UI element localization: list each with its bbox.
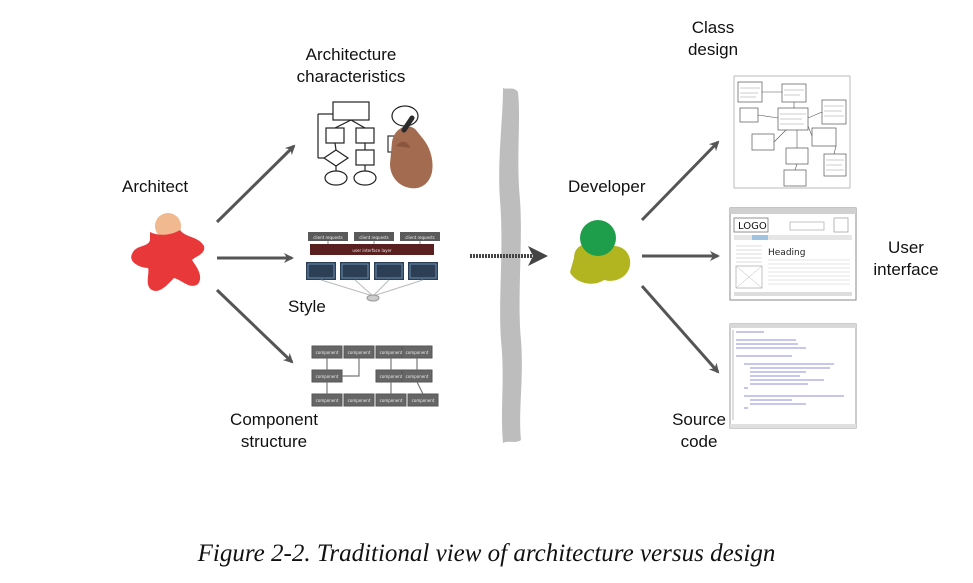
arch-characteristics-label: Architecture characteristics [296,44,406,88]
component-structure-line-2: structure [240,432,308,451]
hand-with-marker [390,115,433,189]
user-interface-label: User interface [868,237,944,281]
class-diagram [733,75,851,189]
component-label: component [406,350,429,355]
component-structure-line-1: Component [230,410,318,429]
component-label: component [348,350,371,355]
ui-layer-label: user interface layer [352,248,391,253]
component-label: component [380,350,403,355]
user-interface-line-2: interface [873,260,939,279]
developer-figure [570,220,631,284]
arrow-to-source-code [640,285,720,374]
component-label: component [316,350,339,355]
arch-characteristics-line-2: characteristics [296,67,406,86]
client-requests-label: client requests [359,235,389,240]
arch-characteristics-line-1: Architecture [305,45,397,64]
client-requests-label: client requests [313,235,343,240]
source-code-line-1: Source [672,410,726,429]
central-arrow [470,246,548,266]
developer-head [580,220,616,256]
user-interface-line-1: User [888,238,924,257]
ui-wireframe: LOGO Heading [729,207,857,301]
component-label: component [380,398,403,403]
component-diagram: component component component component … [311,345,439,407]
component-label: component [380,374,403,379]
source-code-line-2: code [680,432,718,451]
style-diagram [306,232,440,302]
architect-label: Architect [122,177,189,196]
class-design-label: Class design [680,17,746,61]
component-label: component [406,374,429,379]
style-label: Style [288,297,326,316]
source-code-label: Source code [666,409,732,453]
component-label: component [316,374,339,379]
client-requests-label: client requests [405,235,435,240]
developer-body [570,244,631,284]
arrow-to-component-structure [215,288,294,364]
arrow-to-class-design [640,140,720,222]
divider-band [499,88,522,443]
component-structure-label: Component structure [224,409,324,453]
component-label: component [316,398,339,403]
developer-label: Developer [568,177,646,196]
arrow-to-arch-characteristics [215,144,296,224]
component-label: component [348,398,371,403]
class-design-line-2: design [687,40,739,59]
figure-caption: Figure 2-2. Traditional view of architec… [197,540,776,567]
architect-body [131,230,205,291]
source-code-editor [729,323,857,429]
style-diagram-text: client requests client requests client r… [313,235,435,253]
class-design-line-1: Class [691,18,735,37]
wireframe-heading: Heading [768,248,805,258]
component-label: component [412,398,435,403]
architect-head [155,213,181,239]
wireframe-logo: LOGO [738,221,767,232]
architect-figure [131,213,205,291]
